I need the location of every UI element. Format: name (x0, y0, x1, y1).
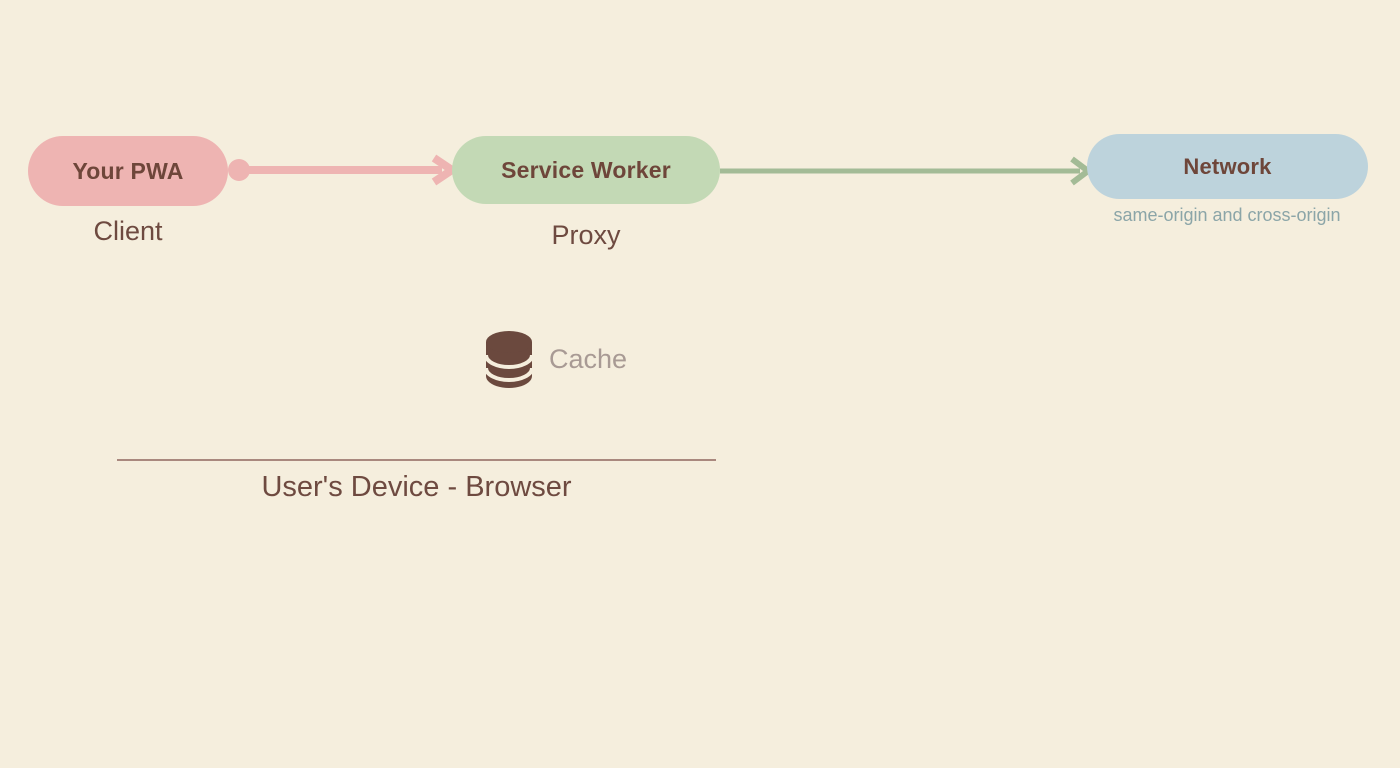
node-network-label: Network (1183, 153, 1272, 179)
device-boundary-line (117, 459, 716, 461)
node-your-pwa[interactable]: Your PWA (28, 136, 228, 206)
database-cylinder-icon (484, 331, 534, 388)
connector-pwa-to-service-worker (228, 154, 460, 186)
caption-client: Client (93, 216, 163, 246)
connector-service-worker-to-network (720, 156, 1093, 186)
node-your-pwa-label: Your PWA (72, 157, 184, 184)
cache-label: Cache (549, 343, 628, 374)
caption-network-origins: same-origin and cross-origin (1113, 205, 1341, 225)
node-service-worker-label: Service Worker (501, 156, 671, 183)
device-boundary-label: User's Device - Browser (261, 471, 572, 503)
node-service-worker[interactable]: Service Worker (452, 136, 720, 204)
cache-group[interactable]: Cache (483, 328, 627, 390)
caption-proxy: Proxy (551, 220, 621, 250)
node-network[interactable]: Network (1087, 134, 1368, 199)
